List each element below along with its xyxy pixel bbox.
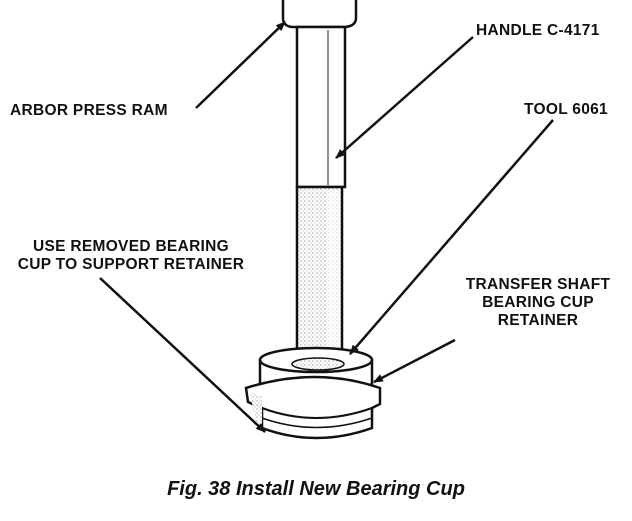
tool-shaft	[295, 185, 344, 374]
label-transfer-line1: TRANSFER SHAFT	[465, 276, 611, 293]
label-transfer-line3: RETAINER	[497, 312, 579, 329]
label-tool: TOOL 6061	[524, 101, 608, 118]
leader-transfer-shaft	[373, 338, 456, 384]
leader-arbor-press-ram	[195, 21, 286, 109]
label-handle: HANDLE C-4171	[476, 22, 600, 39]
arbor-press-ram	[281, 0, 358, 29]
label-transfer-shaft-retainer: TRANSFER SHAFT BEARING CUP RETAINER	[452, 276, 624, 330]
handle-shaft	[295, 25, 347, 189]
label-use-removed-bearing: USE REMOVED BEARING CUP TO SUPPORT RETAI…	[2, 238, 260, 274]
bearing-cup-retainer	[244, 346, 382, 440]
leader-use-removed	[99, 277, 266, 433]
label-arbor-press-ram: ARBOR PRESS RAM	[10, 102, 168, 119]
leader-tool	[349, 119, 554, 355]
label-use-removed-line2: CUP TO SUPPORT RETAINER	[17, 256, 245, 273]
label-transfer-line2: BEARING CUP	[482, 294, 594, 311]
leader-handle	[335, 36, 474, 159]
label-use-removed-line1: USE REMOVED BEARING	[32, 238, 230, 255]
figure-caption: Fig. 38 Install New Bearing Cup	[167, 478, 465, 500]
leader-lines	[99, 21, 554, 433]
